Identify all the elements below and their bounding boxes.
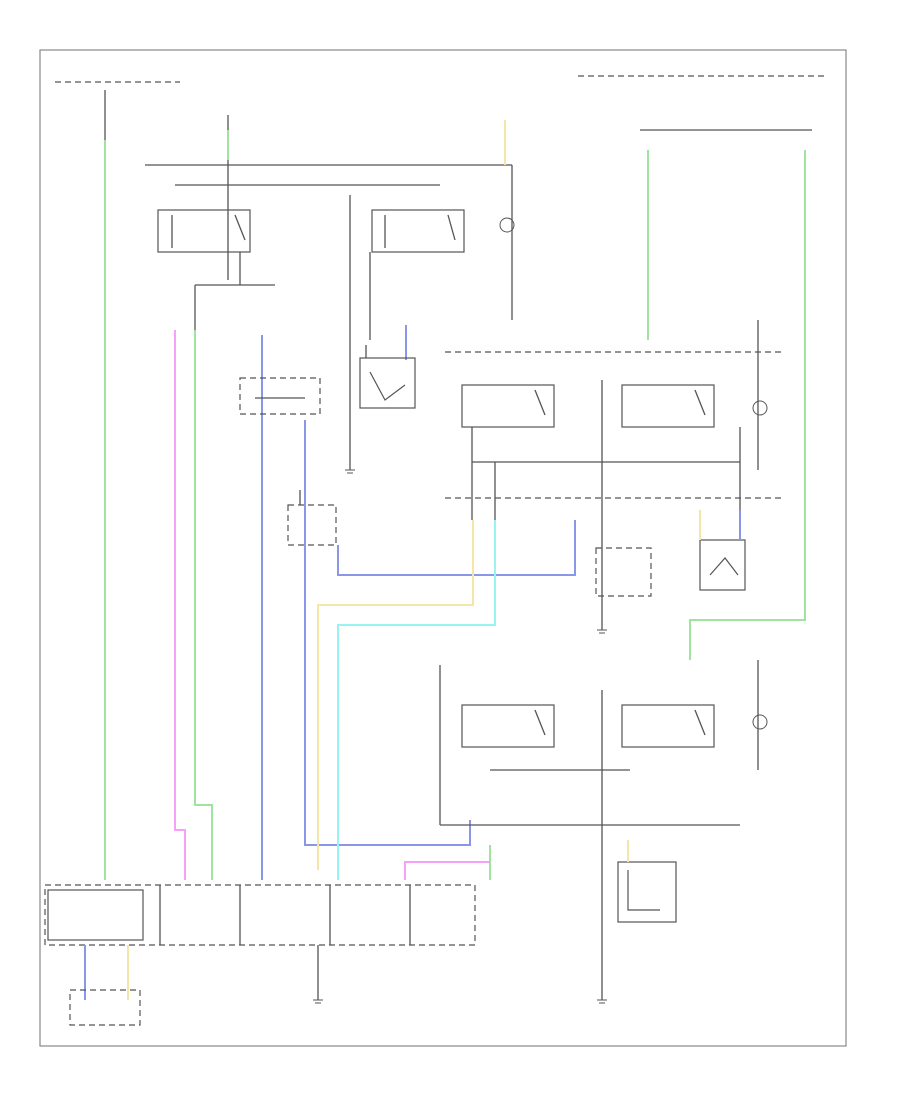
wire-green-right-2 (689, 150, 806, 660)
left-front-window-switch-module (239, 377, 321, 415)
wire-cyan-long (337, 520, 496, 880)
ground-icon-bottom-right (597, 999, 607, 1004)
wire-blue-2 (304, 420, 471, 846)
window-lockout-switch (69, 989, 141, 1026)
ground-icon-mid (597, 629, 607, 634)
right-rear-motor-relay-down (621, 384, 715, 428)
left-rear-motor-relay-down (371, 209, 465, 253)
right-rear-motor-relay-up (461, 384, 555, 428)
relay-down-contact (447, 214, 456, 241)
wire-yellow-long (317, 520, 474, 870)
relay-up-contact (234, 214, 246, 241)
master-lock-switch (47, 889, 144, 941)
right-rear-door-switch (595, 547, 652, 597)
rr-lamp-icon (752, 400, 768, 416)
rf-relay-up-contact (534, 709, 546, 736)
ground-icon-bottom-center (313, 999, 323, 1004)
diagram-frame (39, 49, 847, 1047)
wire-pink-main (174, 330, 186, 880)
left-rear-motor-icon (369, 371, 406, 401)
right-front-window-switch (287, 504, 337, 546)
right-rear-motor-icon (709, 557, 739, 576)
right-front-motor-icon (627, 870, 660, 911)
wire-blue-3 (337, 520, 576, 576)
rr-relay-down-contact (694, 389, 706, 416)
rr-relay-up-contact (534, 389, 546, 416)
right-front-motor-relay-up (461, 704, 555, 748)
wire-green-main (194, 330, 213, 880)
wire-pink-rf (404, 861, 490, 880)
breaker-lamp-icon (499, 217, 515, 233)
right-front-window-motor (617, 861, 677, 923)
left-rear-window-motor (359, 357, 416, 409)
ground-icon-left (345, 469, 355, 474)
rf-lamp-icon (752, 714, 768, 730)
right-front-motor-relay-down (621, 704, 715, 748)
right-rear-window-motor (699, 539, 746, 591)
master-switch-assembly (44, 884, 476, 946)
left-rear-motor-relay-up (157, 209, 251, 253)
rf-relay-down-contact (694, 709, 706, 736)
